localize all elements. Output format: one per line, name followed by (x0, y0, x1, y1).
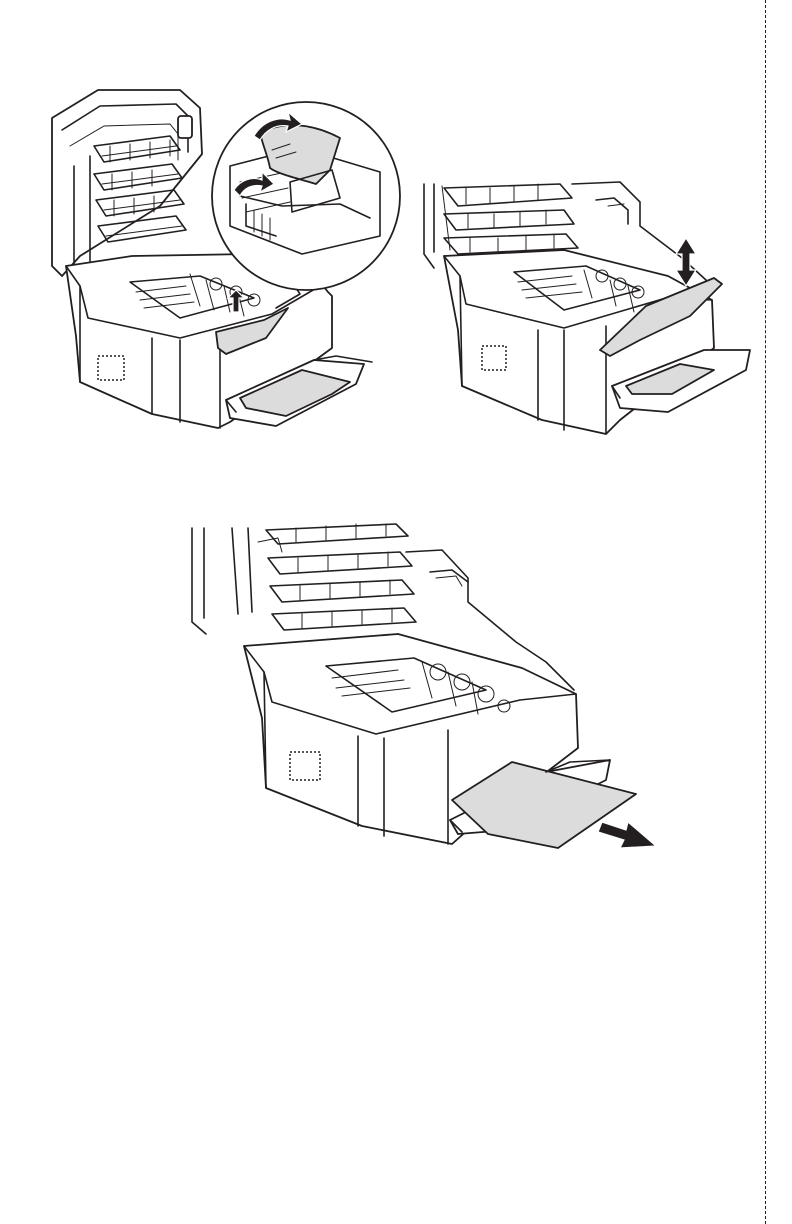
drum-units (266, 524, 416, 630)
up-arrow-icon (676, 238, 696, 286)
out-arrow-icon (598, 822, 656, 848)
front-panel-label (482, 346, 506, 370)
front-panel-label (98, 356, 124, 380)
lid-latch (178, 116, 192, 138)
front-panel-label (290, 752, 320, 780)
figure-step-1-jam-callout (40, 86, 420, 452)
drum-units (444, 184, 578, 254)
figure-step-2-lift-paper (414, 180, 762, 442)
figure-step-3-pull-paper (186, 522, 662, 872)
page-trim-edge (765, 0, 792, 1224)
